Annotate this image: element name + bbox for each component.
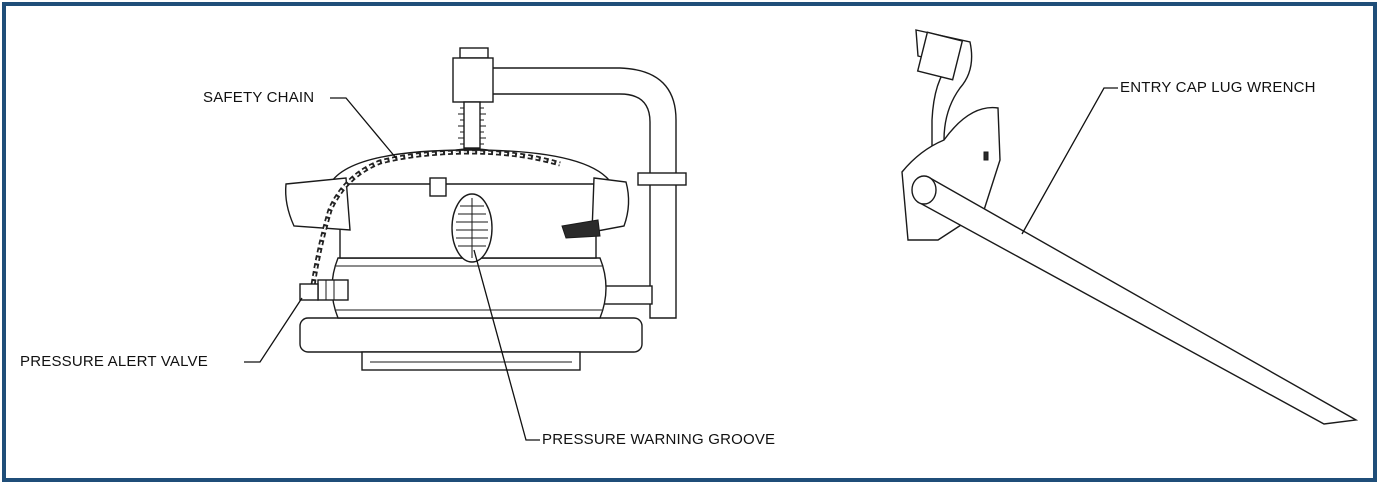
entry-cap-assembly [284,47,687,371]
wrench-grip-slot [916,31,964,81]
pipe-collar [637,172,687,186]
clamp-ring [331,257,607,319]
wrench-jaw-mark [983,151,989,161]
bottom-flange [299,317,643,353]
label-pressure-warning-groove: PRESSURE WARNING GROOVE [542,431,776,448]
diagram-canvas [244,29,1359,441]
cap-dome [328,149,614,185]
body-lock-tab [429,177,447,197]
stem-body [452,57,494,103]
wrench-jaw-plate [915,29,973,178]
entry-cap-lug-wrench [901,29,1359,425]
vent-pipe [485,67,677,319]
safety-chain [309,149,561,293]
leader-pressure-warning-groove [473,249,540,441]
leader-entry-cap-lug-wrench [1021,87,1118,235]
leader-pressure-alert-valve [244,297,303,363]
label-safety-chain: SAFETY CHAIN [203,89,315,106]
label-pressure-alert-valve: PRESSURE ALERT VALVE [20,353,208,370]
lug-right-shadow [561,219,601,239]
lug-left [284,177,351,231]
wrench-handle-end [911,175,937,205]
pressure-alert-valve [299,279,349,301]
label-entry-cap-lug-wrench: ENTRY CAP LUG WRENCH [1120,79,1316,96]
stem-cap-top [459,47,489,59]
leader-safety-chain [330,97,397,159]
bottom-spigot [361,351,581,371]
valve-nut [299,283,319,301]
pressure-warning-groove-window [451,193,493,263]
lug-right [591,177,630,233]
valve-body [317,279,349,301]
wrench-handle [917,177,1359,425]
